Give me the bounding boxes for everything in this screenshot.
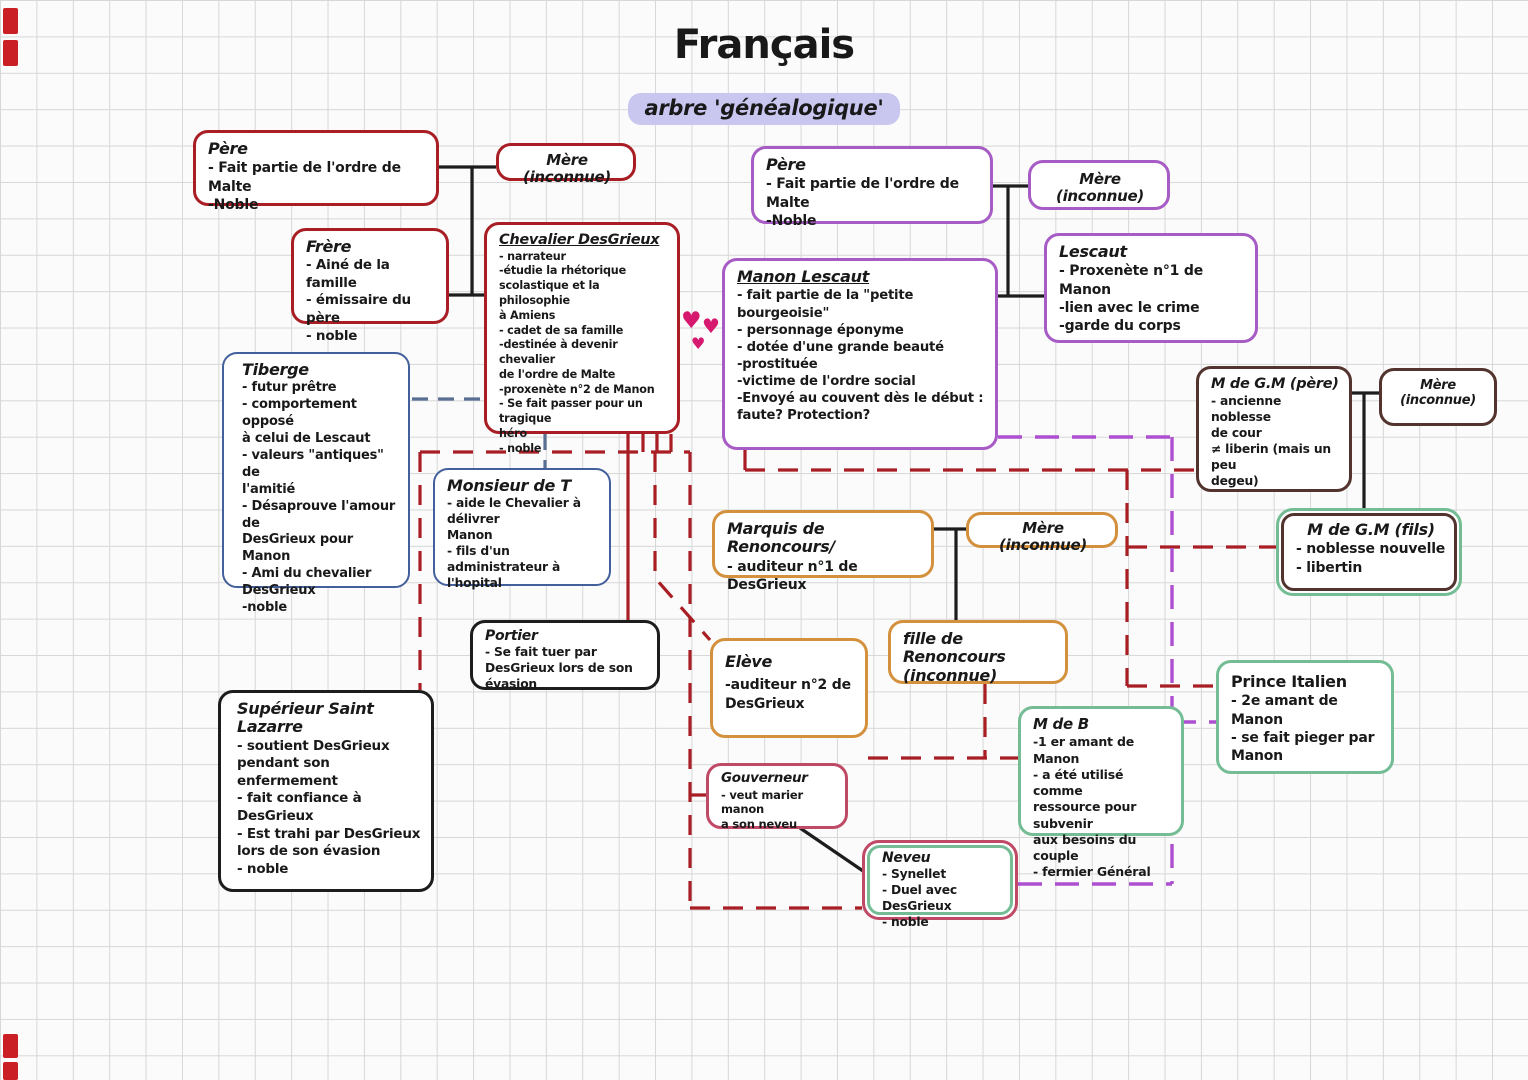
- node-title: Monsieur de T: [447, 476, 571, 495]
- node-body: - aide le Chevalier à délivrer Manon - f…: [447, 496, 581, 591]
- node-title: Chevalier DesGrieux: [499, 232, 660, 248]
- node-mere-lescaut: Mère (inconnue): [1028, 160, 1170, 210]
- node-title: Gouverneur: [721, 770, 808, 786]
- node-gouverneur: Gouverneur - veut marier manon a son nev…: [706, 763, 848, 831]
- node-title: Supérieur Saint Lazarre: [237, 699, 374, 737]
- node-eleve: Elève -auditeur n°2 de DesGrieux: [710, 638, 868, 738]
- node-body: - fait partie de la "petite bourgeoisie"…: [737, 288, 984, 424]
- node-body: - narrateur -étudie la rhétorique scolas…: [499, 249, 655, 455]
- node-title: M de G.M (père): [1211, 376, 1339, 392]
- node-superieur-saint-lazarre: Supérieur Saint Lazarre - soutient DesGr…: [218, 690, 434, 892]
- node-body: - auditeur n°1 de DesGrieux: [727, 558, 858, 593]
- node-body: - futur prêtre - comportement opposé à c…: [242, 380, 396, 615]
- node-tiberge: Tiberge - futur prêtre - comportement op…: [222, 352, 410, 615]
- node-title: Mère (inconnue): [999, 519, 1087, 555]
- node-title: Mère (inconnue): [1056, 170, 1144, 206]
- node-title: M de B: [1033, 715, 1089, 733]
- node-title: Manon Lescaut: [737, 267, 870, 286]
- node-title: Mère (inconnue): [1400, 378, 1476, 408]
- node-title: Neveu: [882, 850, 931, 866]
- node-body: - veut marier manon a son neveu: [721, 787, 803, 832]
- node-gm-pere: M de G.M (père) - ancienne noblesse de c…: [1196, 366, 1352, 492]
- heart-icon: ♥: [681, 308, 702, 334]
- node-gm-fils: M de G.M (fils) - noblesse nouvelle - li…: [1276, 508, 1462, 596]
- page-title: Français: [673, 22, 855, 68]
- node-title: Tiberge: [242, 360, 309, 379]
- node-title: Marquis de Renoncours/: [727, 519, 835, 557]
- node-chevalier-desgrieux: Chevalier DesGrieux - narrateur -étudie …: [484, 222, 680, 455]
- node-monsieur-de-t: Monsieur de T - aide le Chevalier à déli…: [433, 468, 611, 590]
- node-body: -auditeur n°2 de DesGrieux: [725, 677, 851, 712]
- node-title: Mère (inconnue): [523, 151, 611, 187]
- node-manon-lescaut: Manon Lescaut - fait partie de la "petit…: [722, 258, 998, 450]
- node-body: - Se fait tuer par DesGrieux lors de son…: [485, 645, 633, 692]
- node-mere-desgrieux: Mère (inconnue): [496, 143, 636, 186]
- node-prince-italien: Prince Italien - 2e amant de Manon - se …: [1216, 660, 1394, 774]
- heart-icon: ♥: [691, 334, 706, 353]
- node-fille-de-renoncours: fille de Renoncours (inconnue): [888, 620, 1068, 685]
- paper-edge-mark: [3, 8, 18, 34]
- node-mere-gm: Mère (inconnue): [1379, 368, 1497, 426]
- node-title: Elève: [725, 652, 773, 671]
- node-title: Père: [208, 139, 248, 158]
- node-body: - Fait partie de l'ordre de Malte -Noble: [208, 160, 401, 213]
- node-body: - Fait partie de l'ordre de Malte -Noble: [766, 176, 959, 229]
- node-frere: Frère - Ainé de la famille - émissaire d…: [291, 228, 449, 344]
- node-body: - 2e amant de Manon - se fait pieger par…: [1231, 693, 1375, 764]
- node-title: M de G.M (fils): [1307, 520, 1435, 539]
- node-title: Prince Italien: [1231, 672, 1347, 691]
- paper-edge-mark: [3, 40, 18, 66]
- page-subtitle: arbre 'généalogique': [0, 93, 1528, 125]
- node-body: - Synellet - Duel avec DesGrieux - noble: [882, 867, 957, 930]
- node-mere-renoncours: Mère (inconnue): [966, 512, 1118, 554]
- node-title: Lescaut: [1059, 242, 1127, 261]
- paper-edge-mark: [3, 1034, 18, 1058]
- paper-edge-mark: [3, 1062, 18, 1080]
- node-pere-desgrieux: Père - Fait partie de l'ordre de Malte -…: [193, 130, 439, 213]
- node-body: - ancienne noblesse de cour ≠ liberin (m…: [1211, 393, 1331, 488]
- node-body: - noblesse nouvelle - libertin: [1296, 541, 1446, 576]
- node-title: fille de Renoncours (inconnue): [903, 629, 1006, 685]
- node-pere-lescaut: Père - Fait partie de l'ordre de Malte -…: [751, 146, 993, 229]
- node-title: Frère: [306, 237, 352, 256]
- node-portier: Portier - Se fait tuer par DesGrieux lor…: [470, 620, 660, 692]
- subtitle-highlight: arbre 'généalogique': [628, 93, 900, 125]
- node-title: Portier: [485, 628, 538, 644]
- node-marquis-de-renoncours: Marquis de Renoncours/ - auditeur n°1 de…: [712, 510, 934, 593]
- node-title: Père: [766, 155, 806, 174]
- node-body: -1 er amant de Manon - a été utilisé com…: [1033, 734, 1151, 880]
- node-body: - soutient DesGrieux pendant son enferme…: [237, 737, 421, 877]
- heart-icon: ♥: [702, 314, 720, 338]
- node-neveu: Neveu - Synellet - Duel avec DesGrieux -…: [862, 840, 1018, 929]
- node-m-de-b: M de B -1 er amant de Manon - a été util…: [1018, 706, 1184, 879]
- node-body: - Proxenète n°1 de Manon -lien avec le c…: [1059, 263, 1204, 334]
- node-lescaut: Lescaut - Proxenète n°1 de Manon -lien a…: [1044, 233, 1258, 343]
- node-body: - Ainé de la famille - émissaire du père…: [306, 257, 411, 344]
